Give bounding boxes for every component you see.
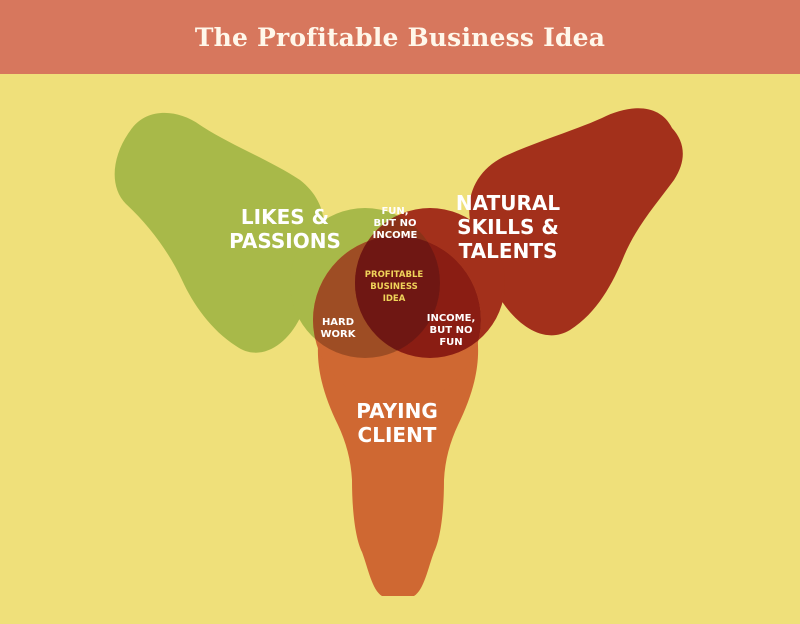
fun-no-income-line1: FUN, (381, 206, 408, 217)
profitable-overlap (355, 236, 440, 358)
label-profitable: PROFITABLE BUSINESS IDEA (365, 270, 424, 304)
overlap-regions (313, 208, 481, 358)
fun-no-income-line3: INCOME (373, 230, 418, 241)
label-fun-no-income: FUN, BUT NO INCOME (373, 206, 418, 241)
likes-label-line1: LIKES & (241, 205, 329, 229)
profitable-line1: PROFITABLE (365, 270, 424, 280)
label-likes: LIKES & PASSIONS (229, 205, 341, 253)
label-client: PAYING CLIENT (356, 399, 437, 447)
label-hard-work: HARD WORK (321, 317, 357, 340)
page-title: The Profitable Business Idea (194, 22, 606, 52)
skills-label-line2: SKILLS & (457, 215, 559, 239)
skills-bulb-base (469, 108, 683, 336)
hard-work-line1: HARD (322, 317, 354, 328)
likes-bulb-base (114, 112, 324, 353)
hard-work-line2: WORK (321, 329, 357, 340)
skills-label-line1: NATURAL (456, 191, 560, 215)
profitable-line3: IDEA (383, 294, 406, 304)
label-skills: NATURAL SKILLS & TALENTS (456, 191, 560, 263)
likes-label-line2: PASSIONS (229, 229, 341, 253)
profitable-line2: BUSINESS (370, 282, 417, 292)
client-label-line2: CLIENT (358, 423, 437, 447)
skills-label-line3: TALENTS (459, 239, 558, 263)
income-no-fun-line1: INCOME, (427, 313, 476, 324)
label-income-no-fun: INCOME, BUT NO FUN (427, 313, 476, 348)
client-label-line1: PAYING (356, 399, 437, 423)
fun-no-income-line2: BUT NO (374, 218, 417, 229)
income-no-fun-line2: BUT NO (430, 325, 473, 336)
header-bar: The Profitable Business Idea (0, 0, 800, 74)
income-no-fun-line3: FUN (439, 337, 462, 348)
